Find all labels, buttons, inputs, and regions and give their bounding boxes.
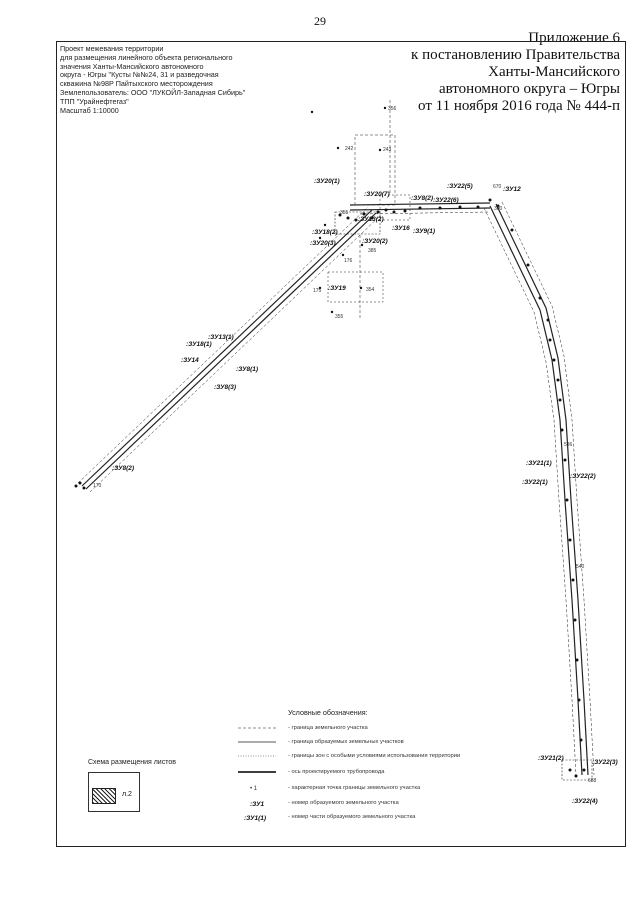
point-number: 536 <box>564 442 573 448</box>
project-line: для размещения линейного объекта региона… <box>60 52 233 62</box>
legend-symbol-part: :ЗУ1(1) <box>244 815 266 822</box>
legend-row: - границы зон с особыми условиями исполь… <box>288 753 461 759</box>
project-line: округа - Югры "Кусты №№24, 31 и разведоч… <box>60 70 219 80</box>
legend-row: - ось проектируемого трубопровода <box>288 769 385 775</box>
lot-label-zu16: :ЗУ16 <box>392 225 410 232</box>
lot-label-zu22-6: :ЗУ22(6) <box>433 197 459 204</box>
lot-label-zu22-2: :ЗУ22(2) <box>570 473 596 480</box>
pipeline-corridor-right <box>483 201 595 776</box>
point-number: 688 <box>588 778 597 784</box>
sheet-scheme-title: Схема размещения листов <box>88 759 176 766</box>
point-number: 175 <box>313 288 322 294</box>
appendix-header: Приложение 6 к постановлению Правительст… <box>411 30 620 115</box>
boundary-points <box>74 106 586 778</box>
legend-symbols <box>238 727 276 773</box>
project-line: ТПП "Урайнефтегаз" <box>60 96 129 106</box>
lot-label-zu20-3: :ЗУ20(3) <box>310 240 336 247</box>
legend-row: - номер части образуемого земельного уча… <box>288 814 416 820</box>
appendix-line: автономного округа – Югры <box>438 81 620 97</box>
appendix-line: Приложение 6 <box>528 30 620 46</box>
point-number: 670 <box>493 184 502 190</box>
map-frame <box>56 41 626 847</box>
lot-label-zu13-1: :ЗУ13(1) <box>208 334 234 341</box>
point-number: 300 <box>494 206 503 212</box>
point-number: 170 <box>93 483 102 489</box>
lot-label-zu22-1: :ЗУ22(1) <box>522 479 548 486</box>
legend-row: - номер образуемого земельного участка <box>288 800 399 806</box>
lot-label-zu22-5: :ЗУ22(5) <box>447 183 473 190</box>
legend-title: Условные обозначения: <box>288 708 368 717</box>
lot-label-zu21-2: :ЗУ21(2) <box>538 755 564 762</box>
lot-label-zu19: :ЗУ19 <box>328 285 346 292</box>
point-number: 385 <box>368 248 377 254</box>
lot-label-zu20-1: :ЗУ20(1) <box>314 178 340 185</box>
legend-row: - граница образуемых земельных участков <box>288 739 404 745</box>
point-number: 356 <box>388 106 397 112</box>
sheet-scheme-number: л.2 <box>122 791 132 798</box>
appendix-line: от 11 ноября 2016 года № 444-п <box>418 98 620 114</box>
lot-label-zu20-2: :ЗУ20(2) <box>362 238 388 245</box>
lot-label-zu14: :ЗУ14 <box>181 357 199 364</box>
lot-label-zu21-1: :ЗУ21(1) <box>526 460 552 467</box>
page-number: 29 <box>314 14 326 28</box>
point-number: 540 <box>576 564 585 570</box>
legend-row: - характерная точка границы земельного у… <box>288 785 421 791</box>
project-scale: Масштаб 1:10000 <box>60 105 119 115</box>
terminal-cluster <box>561 759 593 781</box>
project-line: значения Ханты-Мансийского автономного <box>60 61 204 71</box>
point-number: 242 <box>345 146 354 152</box>
well-pad-cluster <box>327 100 411 320</box>
lot-label-zu18-1: :ЗУ18(1) <box>186 341 212 348</box>
lot-label-zu20-7: :ЗУ20(7) <box>364 191 390 198</box>
legend-symbol-point: • 1 <box>250 786 258 792</box>
project-line: Проект межевания территории <box>60 44 164 53</box>
lot-label-zu8-2-left: :ЗУ8(2) <box>112 465 134 472</box>
appendix-line: к постановлению Правительства <box>411 47 620 63</box>
project-title-block: Проект межевания территории для размещен… <box>60 44 246 115</box>
lot-label-zu18-2: :ЗУ18(2) <box>312 229 338 236</box>
project-line: скважина №98Р Пайтыхского месторождения <box>60 79 213 89</box>
lot-label-zu13-2: :ЗУ13(2) <box>358 216 384 223</box>
point-number: 354 <box>366 287 375 293</box>
project-line: Землепользователь: ООО "ЛУКОЙЛ-Западная … <box>60 87 246 97</box>
lot-label-zu8-3: :ЗУ8(3) <box>214 384 236 391</box>
lot-label-zu8-1: :ЗУ8(1) <box>236 366 258 373</box>
sheet-scheme-hatch <box>92 788 116 804</box>
sheet-scheme-frame <box>88 772 140 812</box>
lot-label-zu22-4: :ЗУ22(4) <box>572 798 598 805</box>
lot-label-zu9-1: :ЗУ9(1) <box>413 228 435 235</box>
lot-label-zu12: :ЗУ12 <box>503 186 521 193</box>
lot-label-zu22-3: :ЗУ22(3) <box>592 759 618 766</box>
lot-label-zu8-2: :ЗУ8(2) <box>411 195 433 202</box>
legend-symbol-lot: :ЗУ1 <box>250 801 264 808</box>
point-number: 243 <box>383 147 392 153</box>
legend-row: - граница земельного участка <box>288 725 368 731</box>
point-number: 176 <box>344 258 353 264</box>
pipeline-corridor-diagonal <box>77 206 381 493</box>
point-number: 355 <box>335 314 344 320</box>
point-number: 355 <box>340 210 349 216</box>
appendix-line: Ханты-Мансийского <box>488 64 620 80</box>
